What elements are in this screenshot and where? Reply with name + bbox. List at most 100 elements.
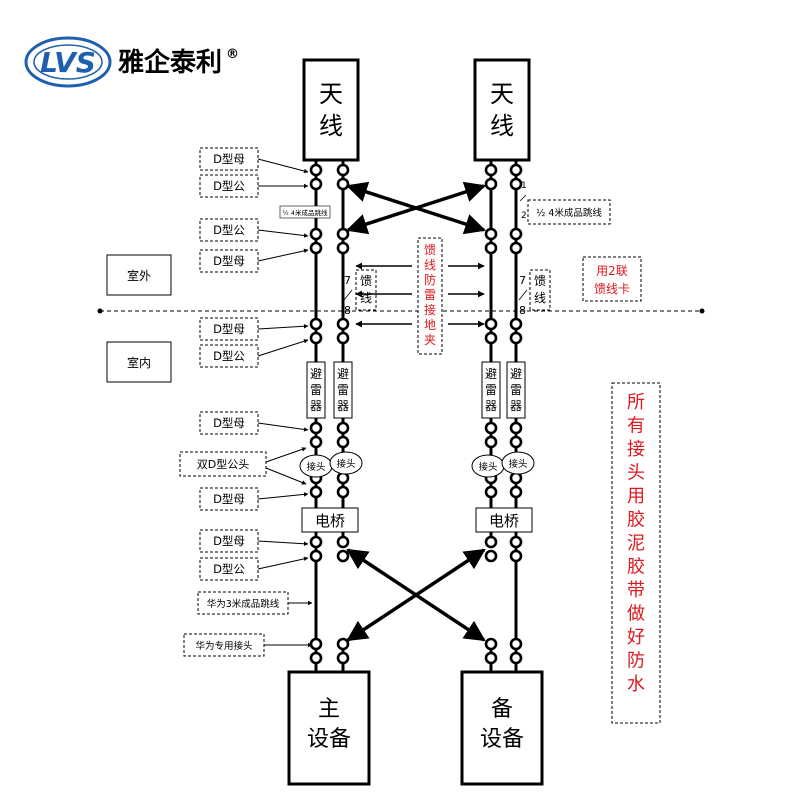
grounding-clamp-char: 馈 [424,243,436,257]
connector-ring [509,177,523,191]
label-text: D型公 [213,562,245,576]
label-text: D型母 [213,254,245,268]
connector-junctions: 接头接头接头接头 [299,451,535,478]
label-d-female: D型母 [199,147,309,174]
feeder-clip-right-c1: 馈 [534,274,546,288]
connector-ring [336,637,350,651]
connector-ring [336,471,350,485]
crossing-jumpers-top [346,181,486,235]
feeder-clip-right: 7 8 馈线 [518,269,551,317]
connector-ring [309,163,323,177]
lightning-arrester-char: 器 [485,399,497,413]
connector-ring [484,331,498,345]
waterproof-note-char: 接 [627,439,645,460]
connector-ring [509,471,523,485]
label-d-male: D型公 [199,556,309,581]
connector-ring [484,435,498,449]
antenna-left: 天 线 [302,58,360,162]
lightning-arrester-char: 器 [337,399,349,413]
connector-junction-label: 接头 [478,461,497,473]
lightning-arrester-char: 器 [510,399,522,413]
zone-indoor: 室内 [106,341,172,383]
grounding-clamp-char: 防 [424,272,436,287]
antenna-left-line2: 线 [319,112,343,140]
fraction-78-bottom-left: 8 [344,304,351,317]
connector-ring [484,177,498,191]
connector-ring [484,421,498,435]
label-d-female: D型母 [199,317,309,341]
jumper-half-left: ½ 4米成品跳线 [279,205,331,219]
connector-ring [309,637,323,651]
connector-junction: 接头 [299,454,333,478]
fraction-78-top-right: 7 [519,274,526,287]
feeder-clip-right-c2: 线 [534,291,546,305]
connector-ring [309,549,323,563]
connector-ring [484,549,498,563]
connector-ring [484,317,498,331]
connector-ring [484,637,498,651]
main-device: 主 设备 [287,670,371,786]
label-d-female: D型母 [199,248,309,273]
label-d-male: D型公 [199,218,309,242]
connector-ring [484,241,498,255]
fraction-top: 1 [521,181,527,191]
bridge-left: 电桥 [301,507,359,533]
connector-ring [509,317,523,331]
zone-outdoor: 室外 [106,254,172,296]
main-device-line2: 设备 [307,727,351,752]
connector-junction-label: 接头 [306,461,325,473]
connector-ring [336,177,350,191]
label-text: D型母 [213,152,245,166]
connector-ring [336,241,350,255]
lightning-arrester: 避雷器 [481,361,501,419]
jumper-half-right: 1 2 ½ 4米成品跳线 [519,181,611,225]
connector-ring [336,331,350,345]
waterproof-note-char: 胶 [627,557,645,578]
connector-ring [509,485,523,499]
zone-indoor-label: 室内 [127,355,151,370]
lightning-arrester-char: 雷 [510,383,522,397]
fraction-bottom: 2 [521,211,527,221]
waterproof-note-char: 用 [627,486,645,507]
huawei-jumper-text: 华为3米成品跳线 [207,598,280,610]
waterproof-note-char: 头 [627,463,645,484]
connector-ring [509,163,523,177]
waterproof-note-char: 水 [627,674,645,695]
connector-ring [509,227,523,241]
feeder-card-label: 用2联 馈线卡 [582,256,642,302]
antenna-right-line2: 线 [490,112,514,140]
connector-ring [309,177,323,191]
label-d-female: D型母 [199,487,309,511]
connector-ring [509,637,523,651]
connector-junction: 接头 [501,451,535,475]
double-d-text: 双D型公头 [197,457,249,471]
connector-ring [336,163,350,177]
backup-device-line2: 设备 [480,727,524,752]
brand-logo: LVS 雅企泰利 ® [24,36,239,88]
fraction-78-bottom-right: 8 [519,304,526,317]
double-d-label: 双D型公头 [179,447,307,485]
label-text: D型母 [213,492,245,506]
connector-ring [336,535,350,549]
lightning-arrester: 避雷器 [506,361,526,419]
lightning-arrester-char: 雷 [337,383,349,397]
waterproof-note-char: 胶 [627,510,645,531]
lightning-arrester-char: 避 [485,367,497,381]
label-text: D型公 [213,179,245,193]
connector-ring [484,485,498,499]
label-text: D型母 [213,322,245,336]
lightning-arrester-char: 雷 [485,383,497,397]
connector-ring [336,549,350,563]
bridge-right-label: 电桥 [489,512,519,530]
connector-ring [336,435,350,449]
label-d-female: D型母 [199,411,309,435]
connector-ring [509,651,523,665]
bridge-right: 电桥 [475,507,533,533]
grounding-clamp-char: 夹 [424,333,436,347]
